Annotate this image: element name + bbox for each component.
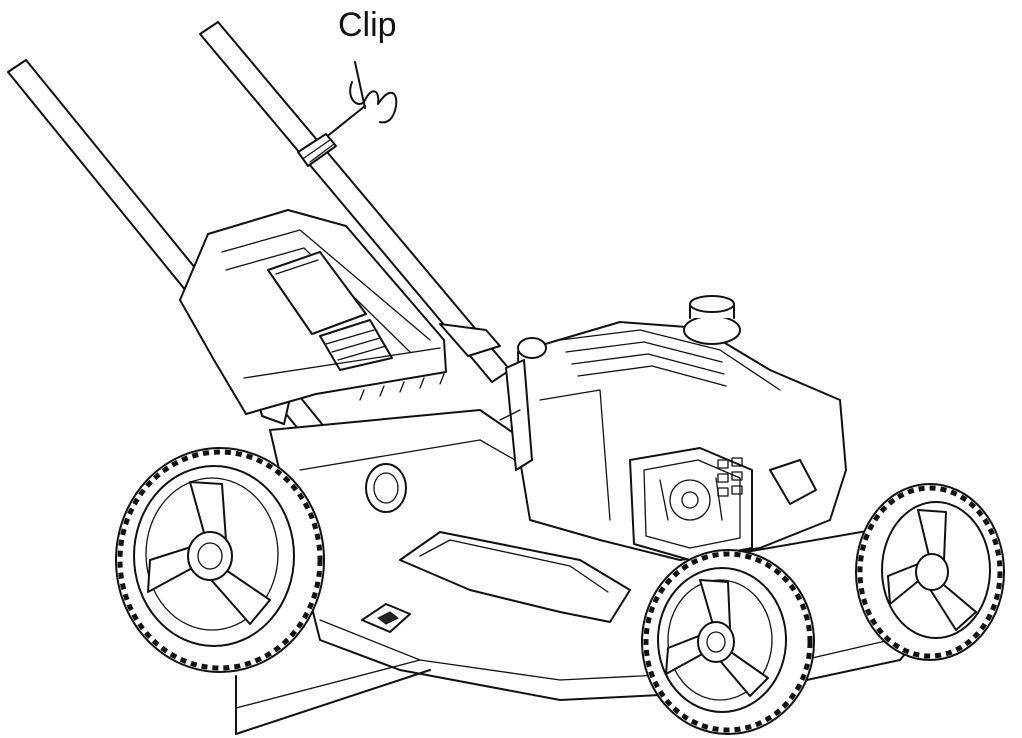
clip-callout-leader — [325, 62, 396, 138]
grass-bag — [180, 210, 446, 414]
rear-wheel — [116, 448, 324, 672]
front-wheel-right — [856, 484, 1004, 660]
front-wheel — [642, 550, 814, 734]
callout-label-clip: Clip — [338, 8, 397, 42]
engine — [500, 296, 846, 560]
